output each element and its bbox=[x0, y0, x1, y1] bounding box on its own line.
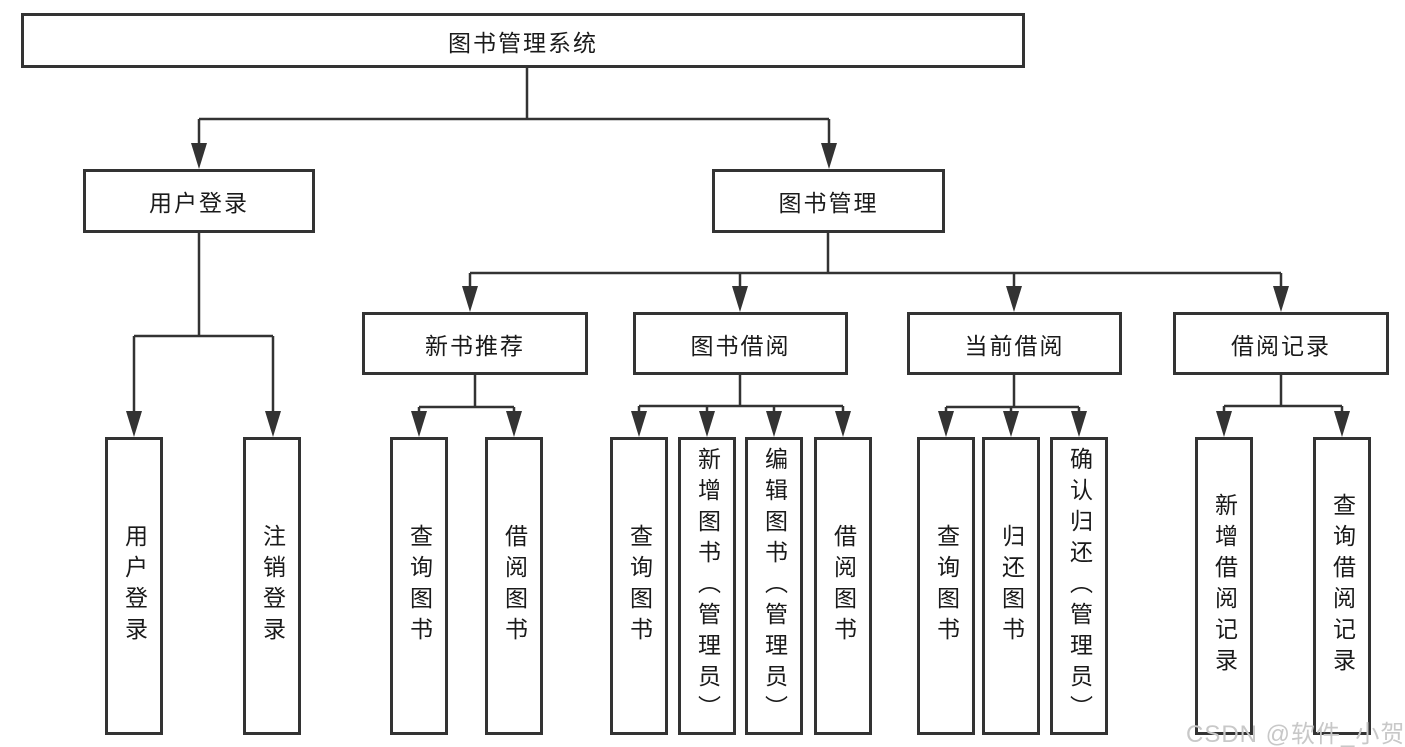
node-user-login-label: 用户登录 bbox=[149, 190, 249, 216]
leaf-recommend-borrow-books-label: 借阅图书 bbox=[501, 524, 528, 648]
leaf-add-books-admin-label: 新增图书（管理员） bbox=[694, 446, 721, 726]
node-new-book-recommend-label: 新书推荐 bbox=[425, 332, 525, 359]
watermark-text: CSDN @软件_小贺同学 bbox=[1186, 721, 1405, 747]
leaf-recommend-query-books: 查询图书 bbox=[390, 437, 448, 735]
leaf-user-login: 用户登录 bbox=[105, 437, 163, 735]
leaf-confirm-return-admin: 确认归还（管理员） bbox=[1050, 437, 1108, 735]
node-book-management-label: 图书管理 bbox=[778, 190, 879, 216]
leaf-borrow-query-books: 查询图书 bbox=[610, 437, 668, 735]
node-book-management: 图书管理 bbox=[712, 169, 945, 233]
leaf-add-books-admin: 新增图书（管理员） bbox=[678, 437, 736, 735]
leaf-current-query-books: 查询图书 bbox=[917, 437, 975, 735]
leaf-return-books-label: 归还图书 bbox=[998, 524, 1025, 648]
node-user-login: 用户登录 bbox=[83, 169, 315, 233]
leaf-add-borrow-record-label: 新增借阅记录 bbox=[1211, 493, 1238, 679]
node-root-label: 图书管理系统 bbox=[448, 29, 598, 56]
leaf-current-query-books-label: 查询图书 bbox=[933, 524, 960, 648]
leaf-edit-books-admin: 编辑图书（管理员） bbox=[745, 437, 803, 735]
leaf-return-books: 归还图书 bbox=[982, 437, 1040, 735]
node-current-borrow-label: 当前借阅 bbox=[964, 332, 1065, 359]
leaf-logout: 注销登录 bbox=[243, 437, 301, 735]
leaf-logout-label: 注销登录 bbox=[259, 524, 286, 648]
tree-edges bbox=[132, 68, 1344, 415]
leaf-confirm-return-admin-label: 确认归还（管理员） bbox=[1066, 446, 1093, 726]
leaf-recommend-borrow-books: 借阅图书 bbox=[485, 437, 543, 735]
leaf-user-login-label: 用户登录 bbox=[121, 524, 148, 648]
leaf-query-borrow-record-label: 查询借阅记录 bbox=[1329, 493, 1356, 679]
leaf-edit-books-admin-label: 编辑图书（管理员） bbox=[761, 446, 788, 726]
node-borrow-records-label: 借阅记录 bbox=[1231, 332, 1331, 359]
node-book-borrow-label: 图书借阅 bbox=[690, 332, 791, 359]
leaf-borrow-books: 借阅图书 bbox=[814, 437, 872, 735]
leaf-borrow-query-books-label: 查询图书 bbox=[626, 524, 653, 648]
node-new-book-recommend: 新书推荐 bbox=[362, 312, 588, 375]
leaf-borrow-books-label: 借阅图书 bbox=[830, 524, 857, 648]
leaf-query-borrow-record: 查询借阅记录 bbox=[1313, 437, 1371, 735]
leaf-recommend-query-books-label: 查询图书 bbox=[406, 524, 433, 648]
leaf-add-borrow-record: 新增借阅记录 bbox=[1195, 437, 1253, 735]
node-borrow-records: 借阅记录 bbox=[1173, 312, 1389, 375]
node-book-borrow: 图书借阅 bbox=[633, 312, 848, 375]
arrowheads bbox=[126, 143, 1350, 437]
node-current-borrow: 当前借阅 bbox=[907, 312, 1122, 375]
node-root: 图书管理系统 bbox=[21, 13, 1025, 68]
